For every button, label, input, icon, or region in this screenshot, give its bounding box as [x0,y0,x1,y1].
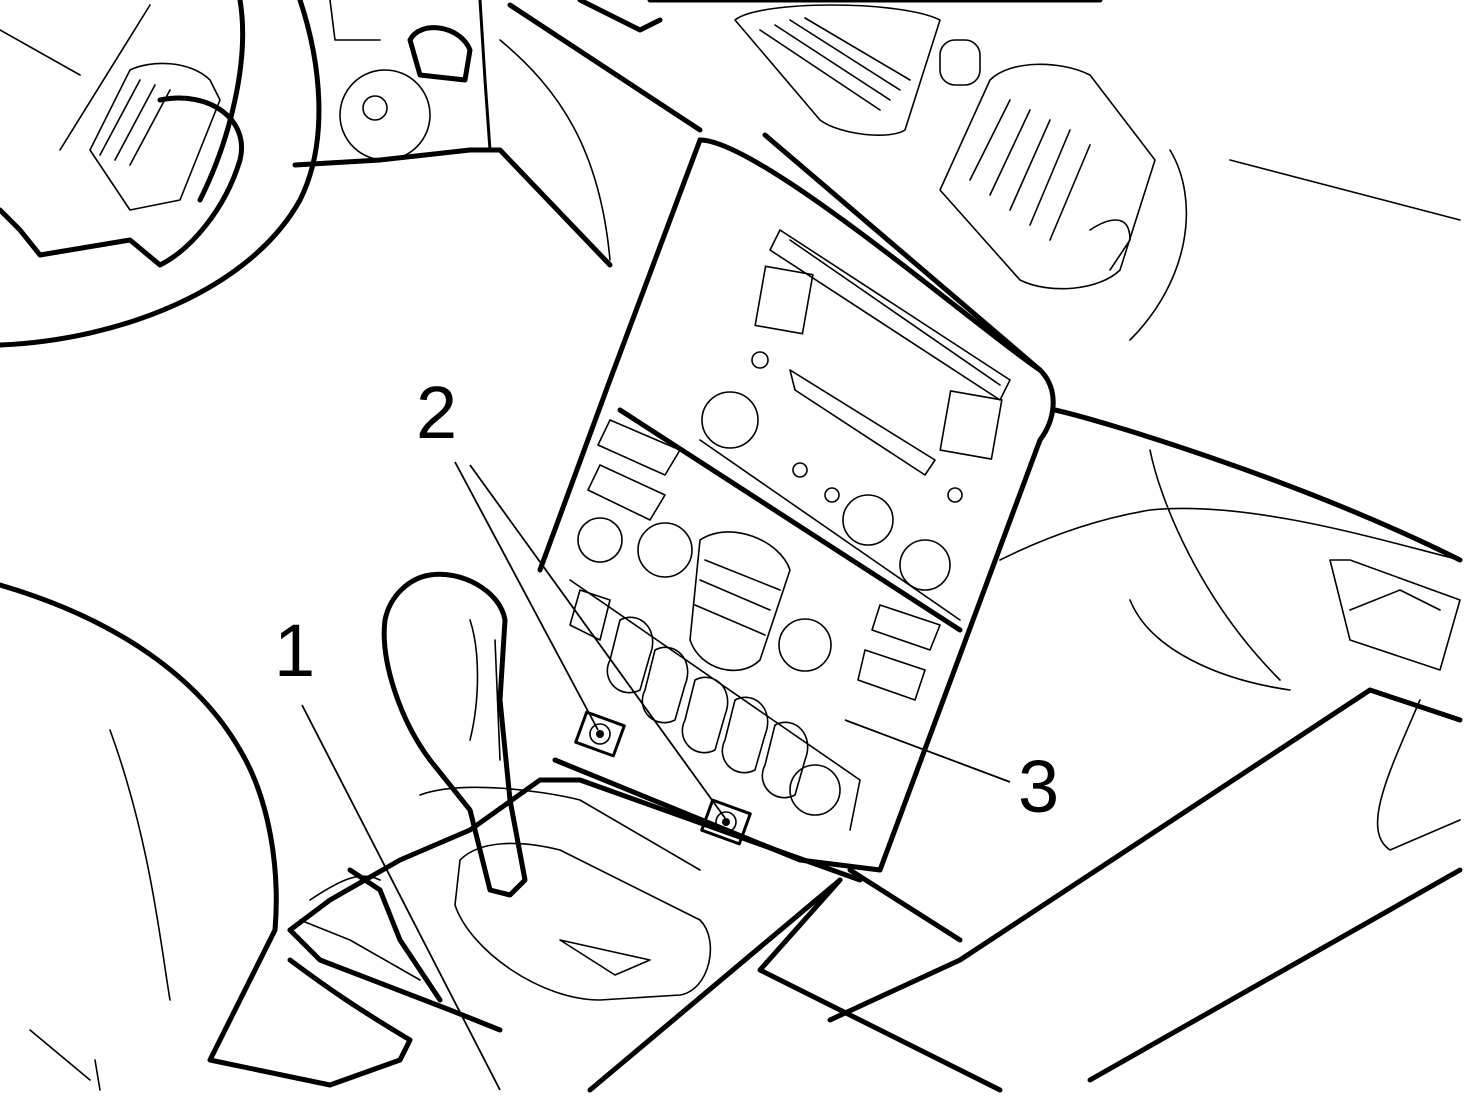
screw-lower [700,798,752,846]
dashboard-upper [507,0,1461,373]
leader-line-3 [844,719,1011,783]
callout-label-2: 2 [416,371,457,454]
screw-upper [574,710,626,758]
leader-line-2a [454,461,599,731]
gear-selector [381,571,712,1001]
callout-label-1: 1 [274,609,315,692]
leader-lines [301,461,1011,1091]
center-stack-panel [537,137,1463,873]
lower-console [0,449,1463,1093]
steering-wheel-area [0,0,613,348]
fastener-screws [574,710,752,846]
leader-line-2b [469,464,726,819]
callout-label-3: 3 [1018,745,1059,828]
leader-line-1 [301,704,501,1091]
